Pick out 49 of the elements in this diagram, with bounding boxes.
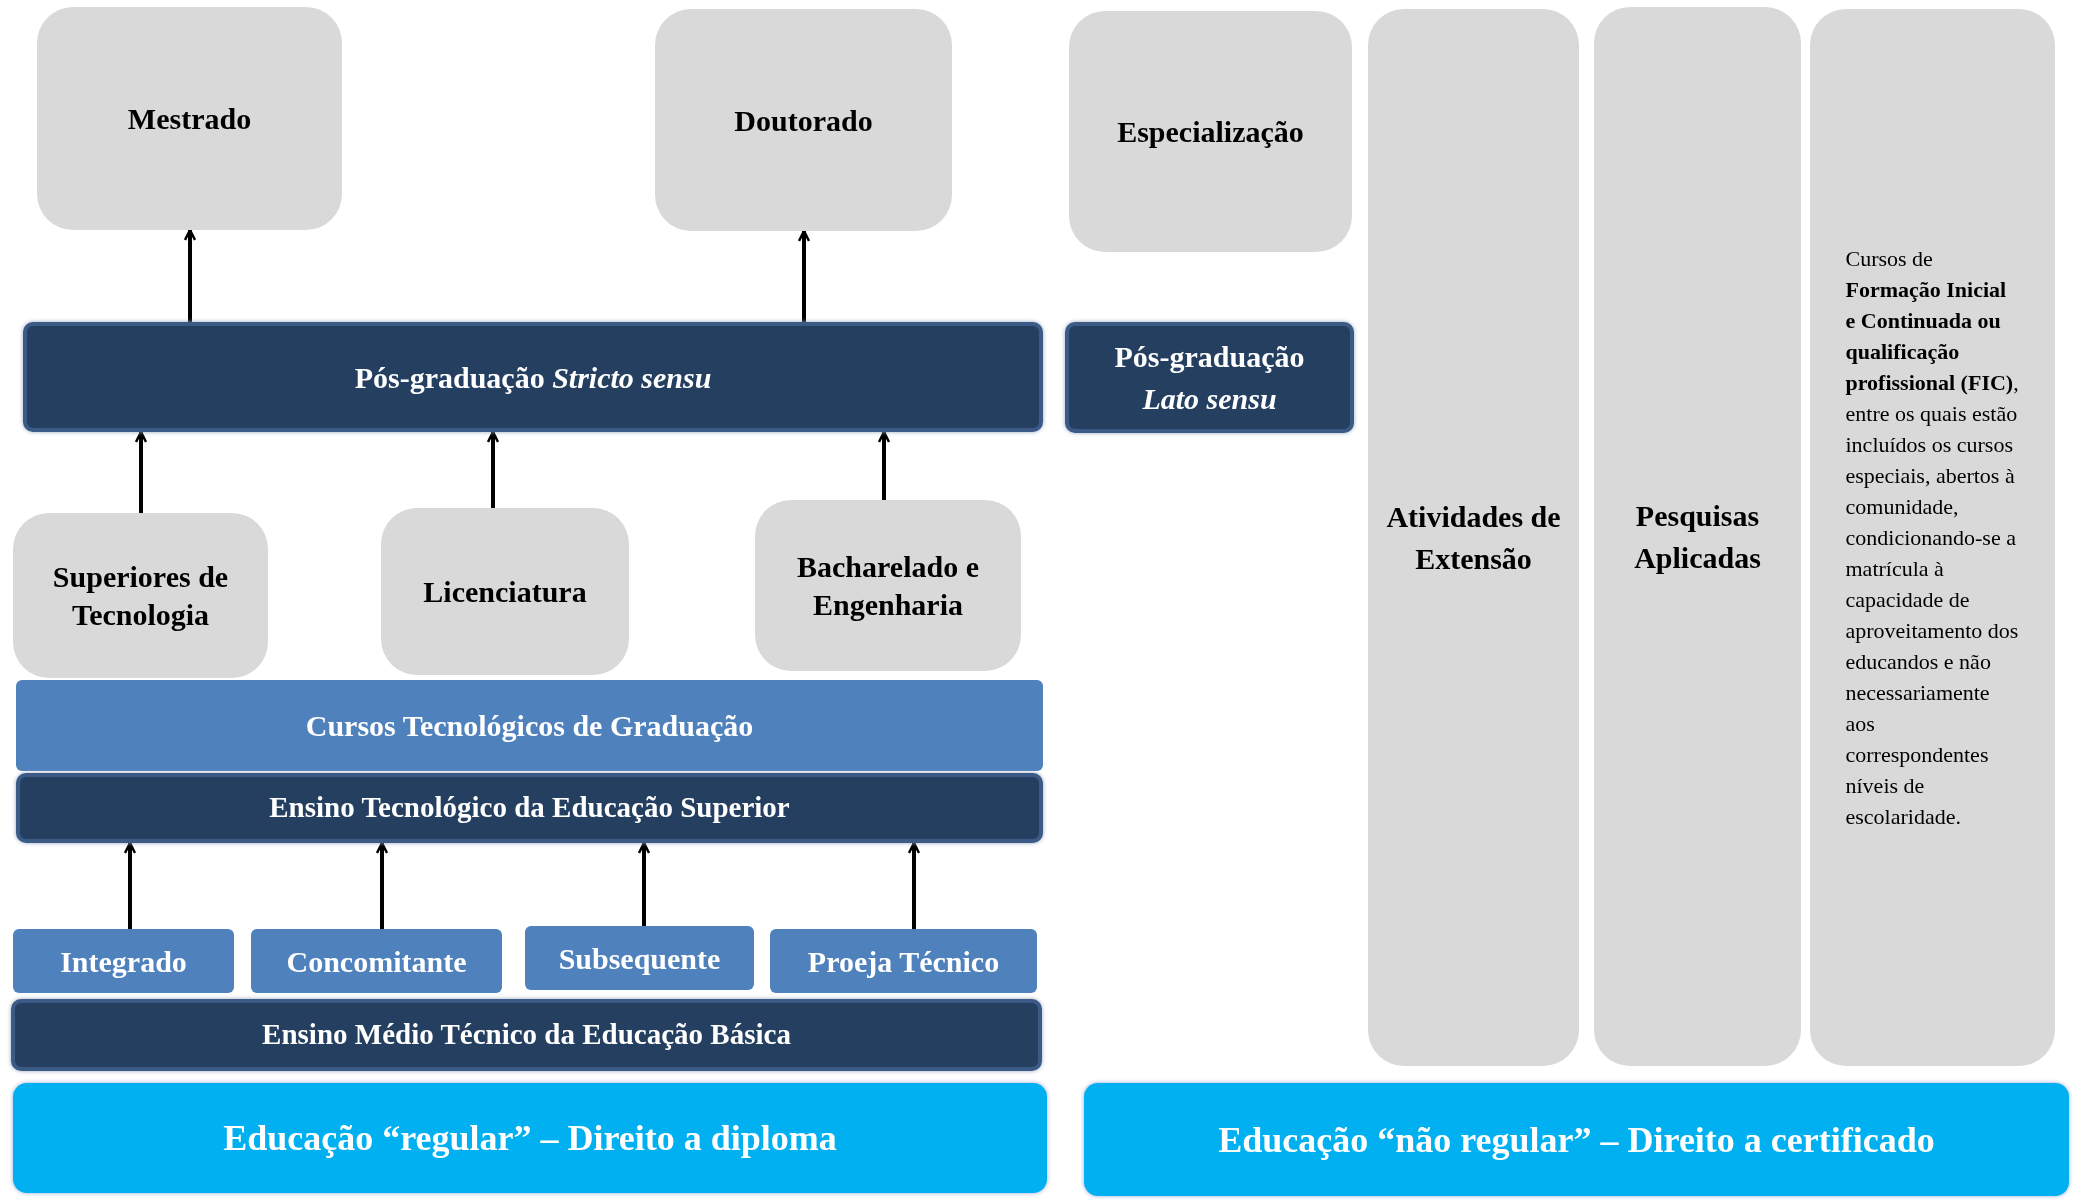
node-label: Integrado <box>59 943 188 980</box>
arrow <box>375 841 389 929</box>
arrow <box>907 841 921 929</box>
node-label: Pesquisas Aplicadas <box>1633 497 1762 576</box>
course-box <box>381 508 629 675</box>
course-box <box>13 929 234 993</box>
course-box <box>13 513 268 678</box>
arrow <box>797 229 811 322</box>
node-label: Proeja Técnico <box>806 943 1001 980</box>
level-bar <box>23 322 1043 432</box>
category-banner <box>13 1083 1047 1193</box>
course-box <box>770 929 1037 993</box>
degree-box <box>655 9 952 231</box>
course-info-column <box>1810 9 2055 1066</box>
arrow <box>183 228 197 322</box>
node-label: Educação “regular” – Direito a diploma <box>222 1117 838 1160</box>
arrow <box>877 430 891 500</box>
node-label: Superiores de Tecnologia <box>51 558 230 633</box>
node-label: Especialização <box>1116 114 1305 150</box>
level-bar <box>11 999 1042 1071</box>
node-label: Educação “não regular” – Direito a certificado <box>1217 1118 1936 1162</box>
node-label: Ensino Tecnológico da Educação Superior <box>268 790 791 826</box>
node-label: Subsequente <box>557 940 722 977</box>
node-label: Cursos Tecnológicos de Graduação <box>304 708 755 744</box>
arrow <box>637 841 651 926</box>
activity-column <box>1368 9 1579 1066</box>
degree-box <box>37 7 342 230</box>
node-label: Atividades de Extensão <box>1385 498 1562 577</box>
node-label: Ensino Médio Técnico da Educação Básica <box>261 1017 792 1053</box>
arrow <box>486 430 500 508</box>
arrow <box>123 841 137 929</box>
arrow <box>134 430 148 513</box>
node-label: Cursos de Formação Inicial e Continuada ou qualificação profissional (FIC), entre os quais estão incluídos os cursos especiais, abertos à comunidade, condicionando-se a matrícula à capacidade de aproveitamento dos educandos e não necessariamente aos correspondentes níveis de escolaridade. <box>1844 245 2020 831</box>
category-banner <box>1084 1083 2069 1196</box>
degree-box <box>1069 11 1352 252</box>
node-label: Pós-graduação Stricto sensu <box>353 359 713 396</box>
node-label: Pós-graduação Lato sensu <box>1113 338 1306 417</box>
node-label: Bacharelado e Engenharia <box>796 548 980 623</box>
node-label: Doutorado <box>733 102 874 139</box>
level-bar <box>16 680 1043 771</box>
course-box <box>755 500 1021 671</box>
course-box <box>525 926 754 990</box>
node-label: Licenciatura <box>422 574 588 610</box>
level-bar <box>1065 322 1354 433</box>
node-label: Concomitante <box>285 943 468 980</box>
course-box <box>251 929 502 993</box>
node-label: Mestrado <box>126 101 253 137</box>
activity-column <box>1594 7 1801 1066</box>
level-bar <box>16 773 1043 843</box>
